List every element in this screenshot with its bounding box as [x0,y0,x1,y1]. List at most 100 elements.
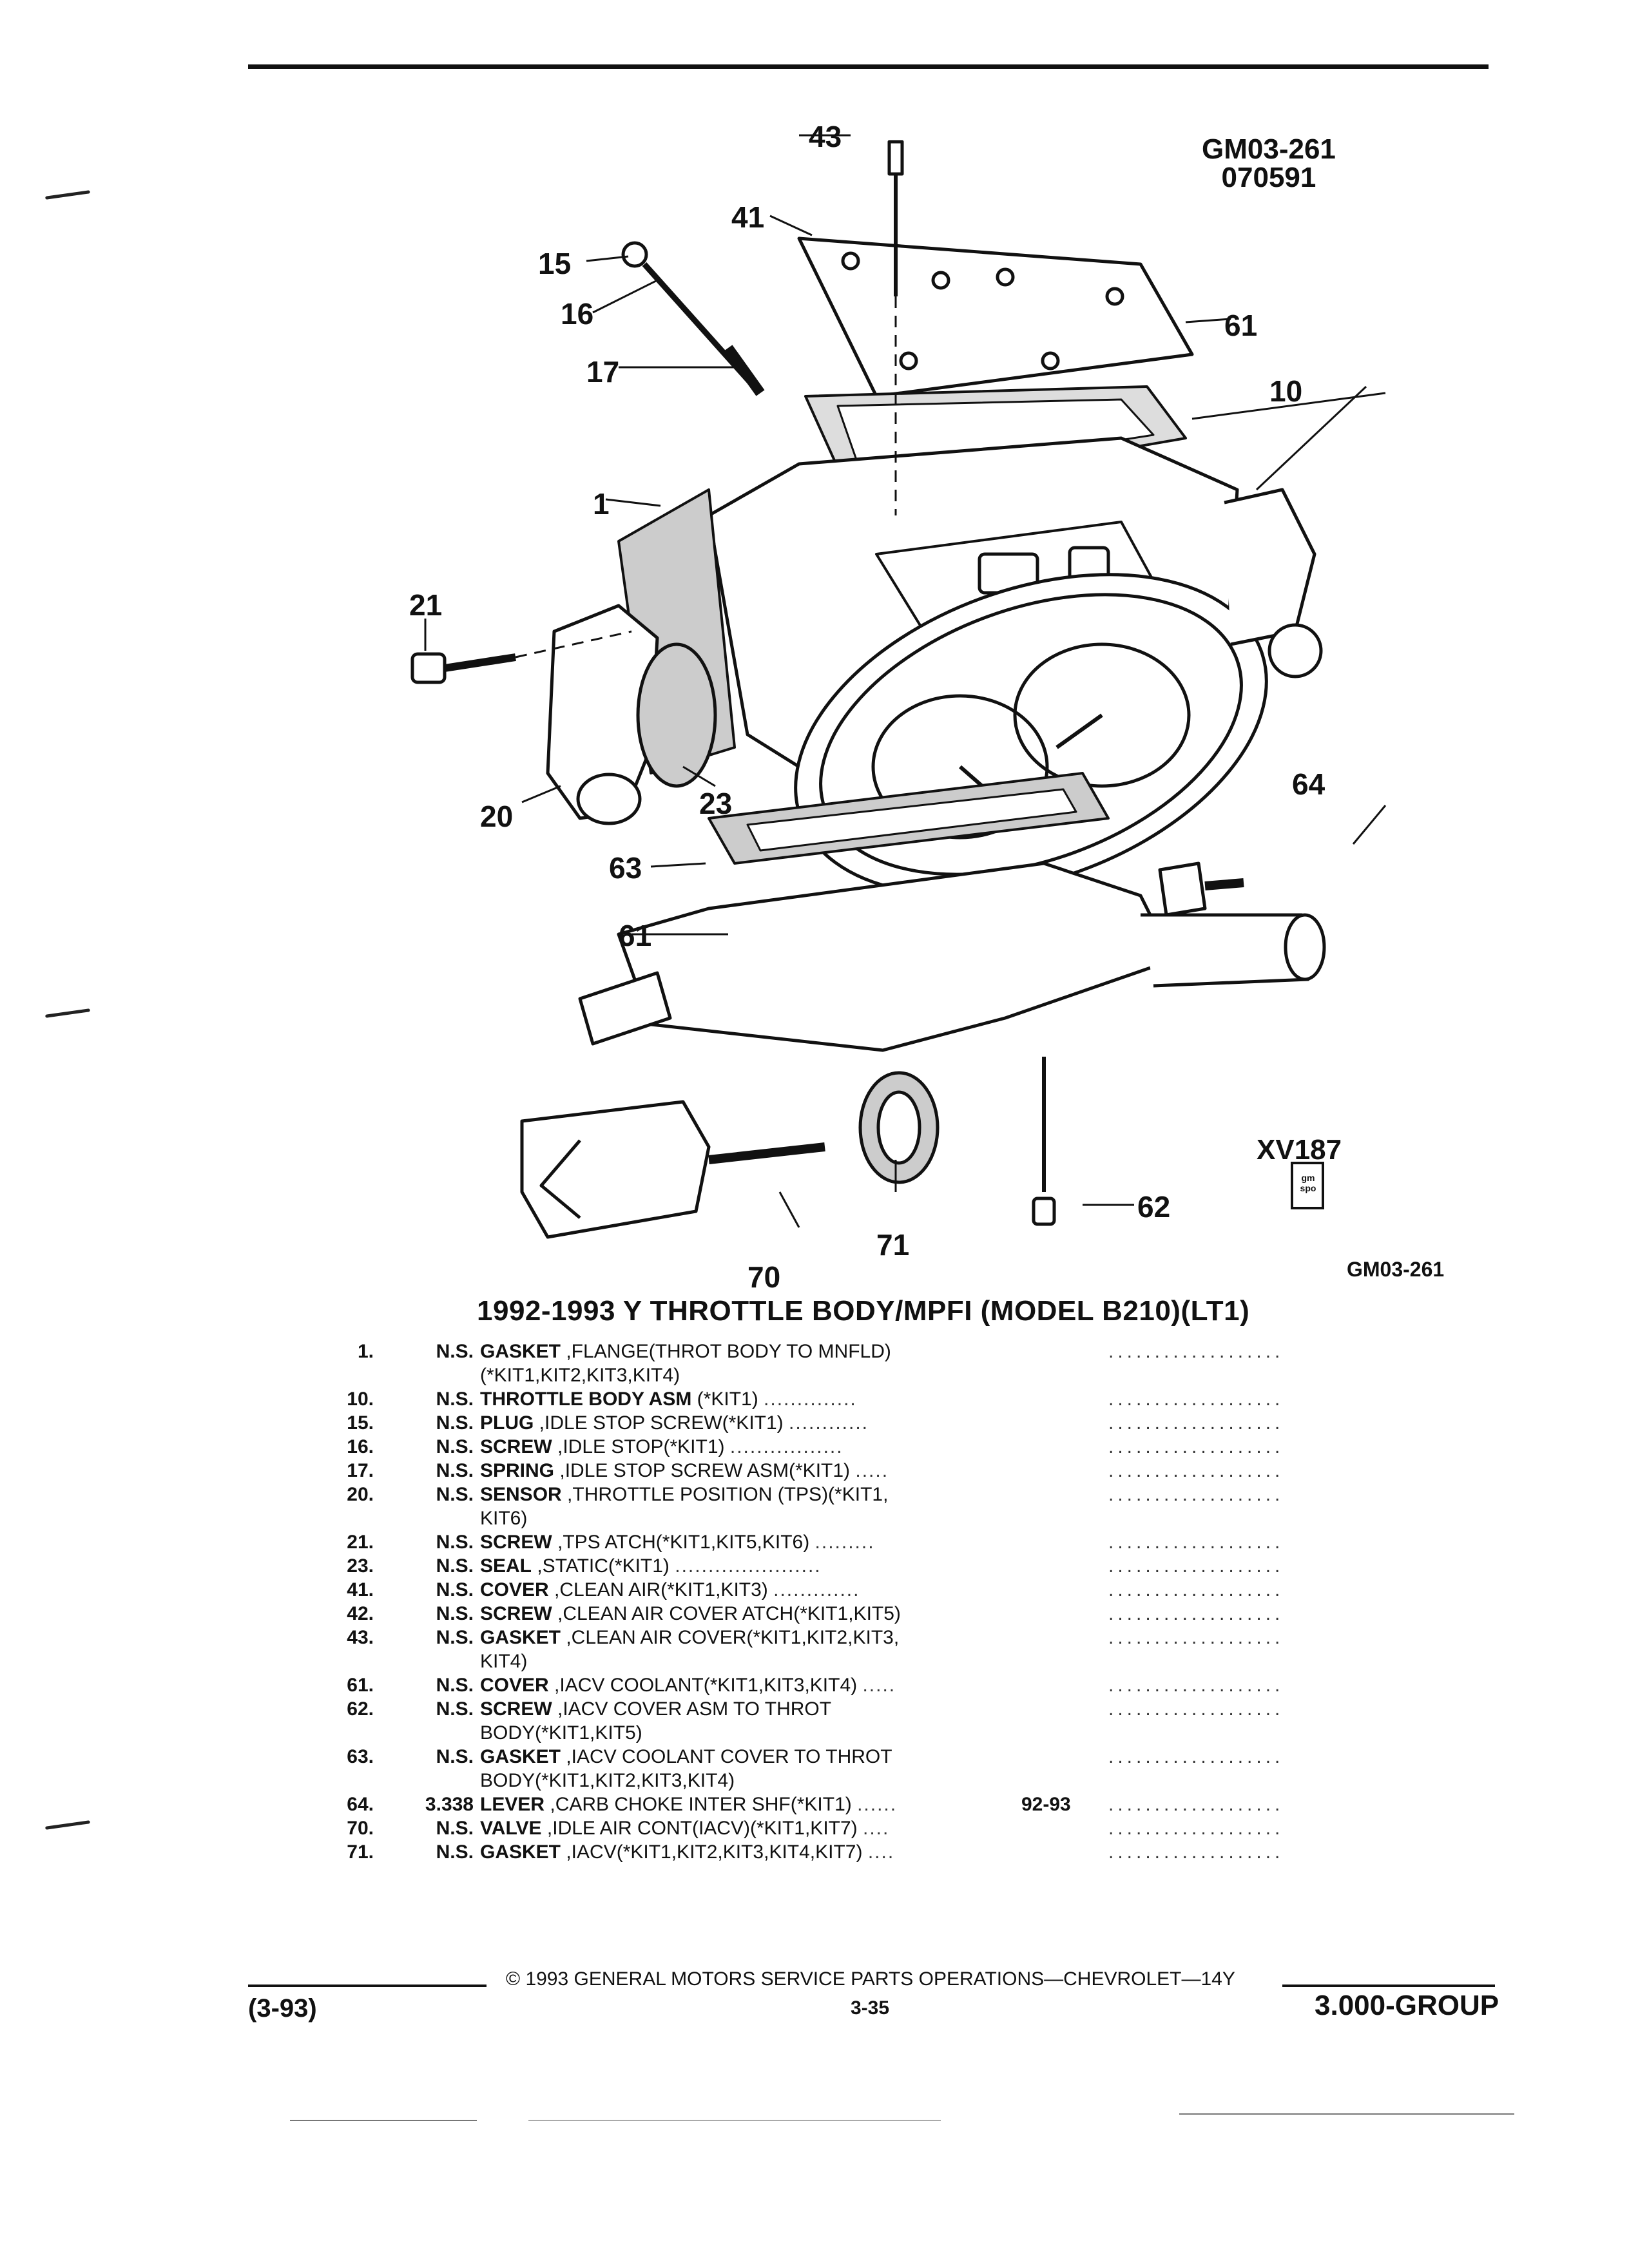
item-name: SCREW [480,1436,552,1457]
part-number: N.S. [436,1698,474,1720]
parts-list-row: 43.N.S.GASKET ,CLEAN AIR COVER(*KIT1,KIT… [303,1626,1334,1650]
item-number: 23. [347,1555,374,1577]
item-detail: ,TPS ATCH(*KIT1,KIT5,KIT6) [552,1532,810,1553]
part-number: N.S. [436,1627,474,1648]
item-description: SCREW ,CLEAN AIR COVER ATCH(*KIT1,KIT5) [480,1602,1137,1626]
part-number: N.S. [436,1484,474,1505]
footer-rule-left [248,1984,487,1987]
part-number: N.S. [436,1412,474,1434]
part-number: N.S. [436,1579,474,1600]
dot-column: ................... [1108,1436,1284,1457]
item-description: SCREW ,IACV COVER ASM TO THROT [480,1698,1137,1721]
item-detail: ,CLEAN AIR COVER ATCH(*KIT1,KIT5) [552,1603,901,1624]
parts-list: 1. N.S. GASKET ,FLANGE(THROT BODY TO MNFLD… [303,1340,1334,1865]
footer-group: 3.000-GROUP [1315,1990,1499,2021]
item-name: SCREW [480,1698,552,1720]
logo-text: gm spo [1300,1173,1316,1193]
dot-column: ................... [1108,1555,1284,1577]
item-description: SEAL ,STATIC(*KIT1) ....................… [480,1555,1137,1578]
parts-list-row: 1.N.S.GASKET ,FLANGE(THROT BODY TO MNFLD… [303,1340,1334,1364]
item-name: GASKET [480,1746,561,1767]
dot-column: ................... [1108,1389,1284,1410]
item-description: GASKET ,IACV(*KIT1,KIT2,KIT3,KIT4,KIT7) … [480,1841,1137,1864]
leader-dots: .............. [764,1389,857,1410]
item-description: SCREW ,IDLE STOP(*KIT1) ................… [480,1436,1137,1459]
callout-1: 1 [593,487,610,521]
item-description: GASKET ,CLEAN AIR COVER(*KIT1,KIT2,KIT3, [480,1626,1137,1649]
parts-list-row: 15. N.S. PLUG ,IDLE STOP SCREW(*KIT1) ....… [303,1412,1334,1436]
throttle-body-illustration [410,134,1387,1239]
footer-page-number: 3-35 [851,1997,890,2019]
item-detail: ,CARB CHOKE INTER SHF(*KIT1) [545,1794,852,1815]
item-number: 10. [347,1389,374,1410]
item-description: GASKET ,FLANGE(THROT BODY TO MNFLD) [480,1340,1137,1363]
item-number: 71. [347,1841,374,1863]
binder-mark [44,190,91,200]
dot-column: ................... [1108,1412,1284,1434]
parts-list-row: 71.N.S.GASKET ,IACV(*KIT1,KIT2,KIT3,KIT4… [303,1841,1334,1865]
item-description-continued: (*KIT1,KIT2,KIT3,KIT4) [480,1365,680,1386]
callout-41: 41 [731,200,765,234]
item-name: COVER [480,1579,549,1600]
drawing-date-code: 070591 [1221,162,1316,193]
callout-43: 61 [1224,309,1258,342]
item-name: SENSOR [480,1484,562,1505]
parts-list-row: 62.N.S.SCREW ,IACV COVER ASM TO THROT...… [303,1698,1334,1722]
item-description: COVER ,CLEAN AIR(*KIT1,KIT3) ...........… [480,1579,1137,1602]
item-number: 16. [347,1436,374,1457]
callout-62: 62 [1137,1190,1171,1224]
item-number: 64. [347,1794,374,1815]
model-years: 92-93 [1021,1794,1071,1815]
top-rule [248,64,1489,69]
drawing-code: GM03-261 [1202,133,1336,165]
part-number: N.S. [436,1818,474,1839]
item-number: 1. [357,1341,374,1362]
part-number: N.S. [436,1746,474,1767]
parts-list-row: 20. N.S. SENSOR ,THROTTLE POSITION (TPS)(*… [303,1483,1334,1507]
item-number: 70. [347,1818,374,1839]
item-detail: ,STATIC(*KIT1) [532,1555,670,1577]
parts-list-row-continuation: KIT4) [303,1650,1334,1674]
callout-61: 61 [619,919,652,952]
item-name: GASKET [480,1341,561,1362]
dot-column: ................... [1108,1460,1284,1481]
parts-list-row: 70.N.S.VALVE ,IDLE AIR CONT(IACV)(*KIT1,… [303,1817,1334,1841]
item-description: COVER ,IACV COOLANT(*KIT1,KIT3,KIT4) ...… [480,1674,1137,1697]
footer-date: (3-93) [248,1994,317,2023]
parts-list-row: 61.N.S.COVER ,IACV COOLANT(*KIT1,KIT3,KI… [303,1674,1334,1698]
item-description: THROTTLE BODY ASM (*KIT1) .............. [480,1388,1137,1411]
item-number: 20. [347,1484,374,1505]
callout-15: 15 [538,247,572,280]
parts-list-title: 1992-1993 Y THROTTLE BODY/MPFI (MODEL B2… [477,1295,1250,1327]
item-description: SENSOR ,THROTTLE POSITION (TPS)(*KIT1, [480,1483,1137,1506]
parts-list-row-continuation: KIT6) [303,1507,1334,1531]
dot-column: ................... [1108,1841,1284,1863]
item-number: 63. [347,1746,374,1767]
parts-list-row: 10. N.S. THROTTLE BODY ASM (*KIT1) .......… [303,1388,1334,1412]
dot-column: ................... [1108,1746,1284,1767]
dot-column: ................... [1108,1603,1284,1624]
item-description-continued: KIT6) [480,1508,528,1529]
item-description: SCREW ,TPS ATCH(*KIT1,KIT5,KIT6) .......… [480,1531,1137,1554]
leader-dots: .... [863,1818,890,1839]
item-detail: ,FLANGE(THROT BODY TO MNFLD) [561,1341,891,1362]
item-name: GASKET [480,1627,561,1648]
item-number: 15. [347,1412,374,1434]
part-number: N.S. [436,1389,474,1410]
parts-list-row-continuation: BODY(*KIT1,KIT5) [303,1722,1334,1745]
item-number: 42. [347,1603,374,1624]
leader-dots: ............. [773,1579,860,1600]
catalog-code: GM03-261 [1347,1258,1445,1281]
item-name: VALVE [480,1818,542,1839]
leader-dots: .... [867,1841,895,1863]
callout-20: 20 [480,800,514,833]
callout-70: 70 [747,1260,781,1294]
scan-rule [1179,2113,1514,2115]
dot-column: ................... [1108,1484,1284,1505]
drawing-code-block: GM03-261 070591 [1202,135,1336,192]
leader-dots: ............ [789,1412,869,1434]
item-description: PLUG ,IDLE STOP SCREW(*KIT1) ...........… [480,1412,1137,1435]
item-detail: ,IACV COOLANT(*KIT1,KIT3,KIT4) [548,1675,858,1696]
callout-63: 63 [609,851,642,885]
exploded-diagram: 43 41 15 16 17 61 10 1 21 20 23 64 63 61… [348,103,1392,1294]
